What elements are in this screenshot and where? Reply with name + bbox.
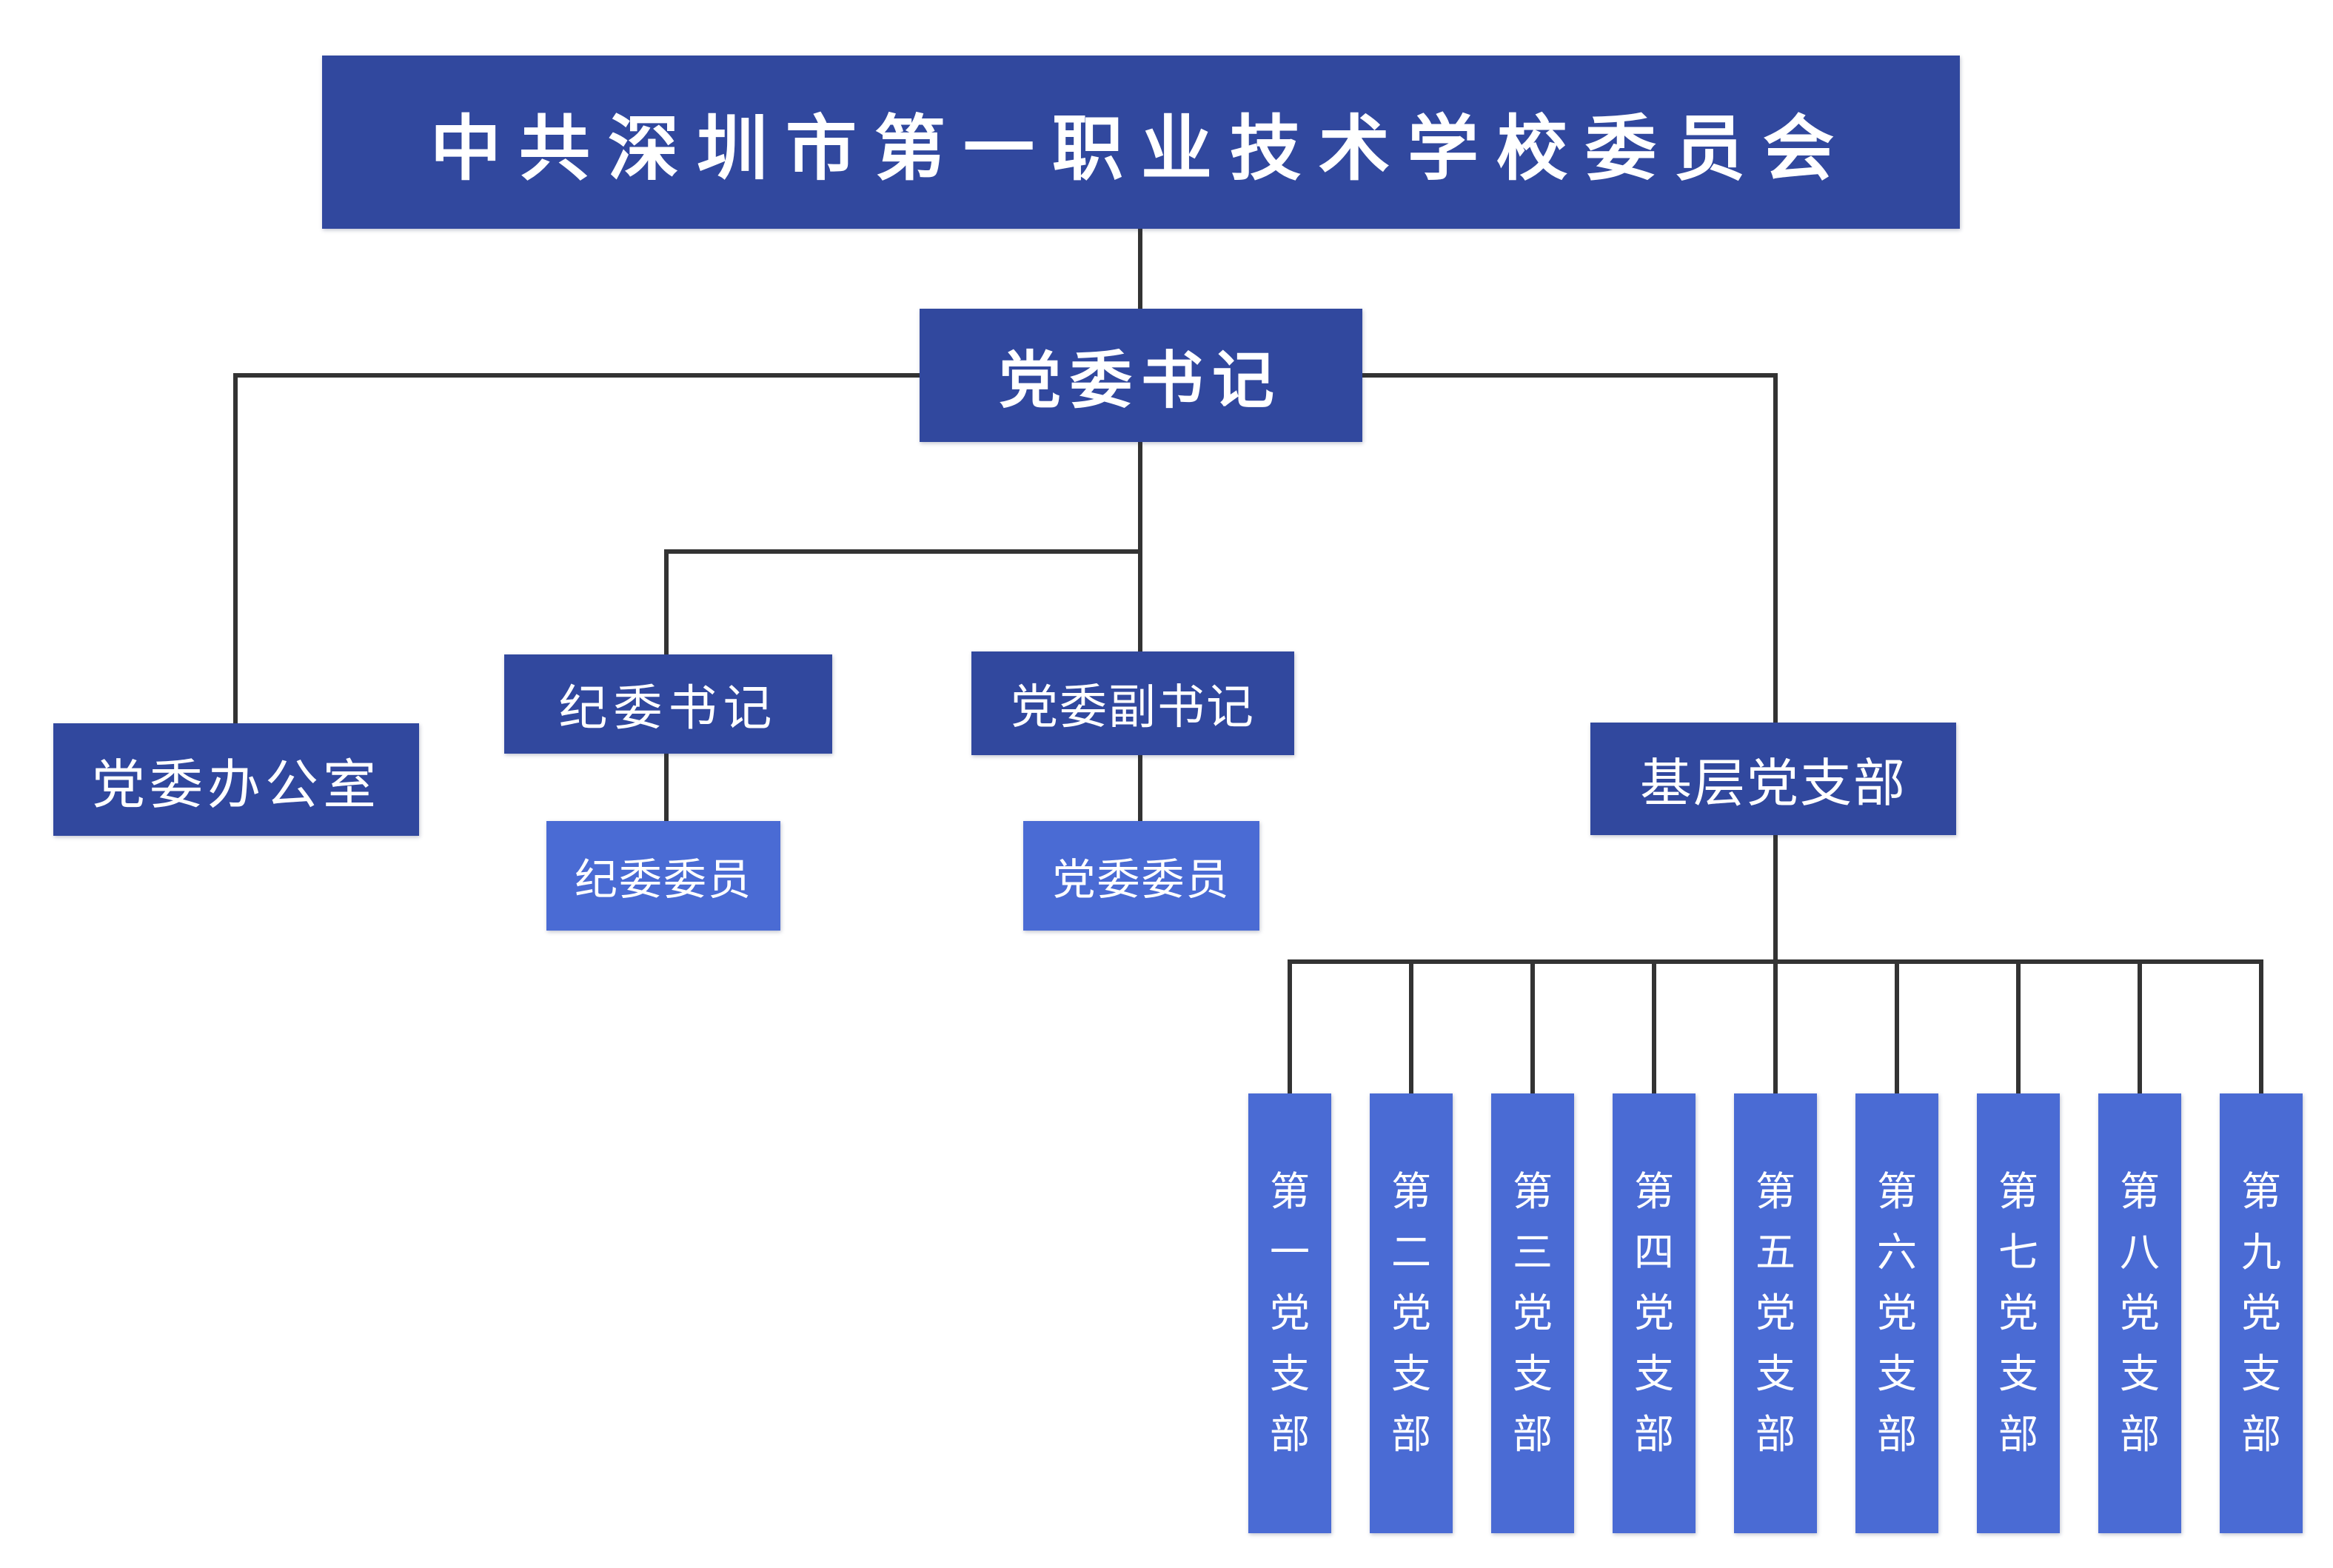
party-secretary-box: 党委书记 bbox=[920, 309, 1362, 442]
connector-drop-branch-6 bbox=[1895, 959, 1899, 1096]
grassroots-branches-box: 基层党支部 bbox=[1590, 723, 1956, 835]
branch-box-4: 第四党支部 bbox=[1613, 1093, 1696, 1533]
committee-title-box: 中共深圳市第一职业技术学校委员会 bbox=[322, 56, 1960, 229]
branch-label-4: 第四党支部 bbox=[1634, 1170, 1674, 1457]
branch-label-3: 第三党支部 bbox=[1513, 1170, 1553, 1457]
committee-title-label: 中共深圳市第一职业技术学校委员会 bbox=[430, 109, 1852, 189]
party-secretary-label: 党委书记 bbox=[998, 345, 1283, 415]
branch-box-1: 第一党支部 bbox=[1248, 1093, 1331, 1533]
branch-box-3: 第三党支部 bbox=[1491, 1093, 1574, 1533]
branch-label-9: 第九党支部 bbox=[2241, 1170, 2281, 1457]
branch-label-8: 第八党支部 bbox=[2120, 1170, 2160, 1457]
discipline-secretary-box: 纪委书记 bbox=[504, 654, 832, 754]
branch-label-5: 第五党支部 bbox=[1755, 1170, 1795, 1457]
party-office-box: 党委办公室 bbox=[53, 723, 419, 836]
party-office-label: 党委办公室 bbox=[91, 755, 381, 815]
branch-label-6: 第六党支部 bbox=[1877, 1170, 1917, 1457]
discipline-secretary-label: 纪委书记 bbox=[558, 680, 778, 735]
branch-label-1: 第一党支部 bbox=[1270, 1170, 1310, 1457]
connector-title-to-secretary bbox=[1138, 229, 1142, 312]
connector-drop-branch-8 bbox=[2138, 959, 2142, 1096]
branch-box-8: 第八党支部 bbox=[2098, 1093, 2181, 1533]
branch-box-2: 第二党支部 bbox=[1370, 1093, 1453, 1533]
connector-branch-horizontal bbox=[664, 549, 1142, 554]
grassroots-branches-label: 基层党支部 bbox=[1640, 754, 1907, 812]
branch-label-7: 第七党支部 bbox=[1998, 1170, 2038, 1457]
connector-drop-branch-1 bbox=[1288, 959, 1292, 1096]
branch-box-5: 第五党支部 bbox=[1734, 1093, 1817, 1533]
discipline-members-label: 纪委委员 bbox=[574, 856, 752, 904]
connector-drop-discipline bbox=[664, 549, 669, 659]
connector-deputy-to-members bbox=[1138, 752, 1142, 824]
deputy-secretary-label: 党委副书记 bbox=[1011, 680, 1255, 734]
connector-drop-branch-9 bbox=[2259, 959, 2263, 1096]
discipline-members-box: 纪委委员 bbox=[546, 821, 780, 931]
connector-secretary-to-deputy bbox=[1138, 442, 1142, 654]
connector-drop-branch-4 bbox=[1652, 959, 1656, 1096]
branch-box-6: 第六党支部 bbox=[1855, 1093, 1938, 1533]
connector-drop-grassroots bbox=[1773, 373, 1778, 727]
connector-drop-branch-3 bbox=[1530, 959, 1535, 1096]
branch-label-2: 第二党支部 bbox=[1391, 1170, 1431, 1457]
connector-discipline-to-members bbox=[664, 751, 669, 824]
connector-drop-branch-5 bbox=[1773, 959, 1778, 1096]
branch-box-7: 第七党支部 bbox=[1977, 1093, 2060, 1533]
deputy-secretary-box: 党委副书记 bbox=[971, 651, 1294, 755]
committee-members-box: 党委委员 bbox=[1023, 821, 1259, 931]
connector-drop-office bbox=[233, 373, 238, 726]
connector-drop-branch-7 bbox=[2016, 959, 2021, 1096]
branch-box-9: 第九党支部 bbox=[2220, 1093, 2303, 1533]
connector-grassroots-to-rail bbox=[1773, 832, 1778, 964]
connector-drop-branch-2 bbox=[1409, 959, 1413, 1096]
committee-members-label: 党委委员 bbox=[1052, 856, 1231, 904]
